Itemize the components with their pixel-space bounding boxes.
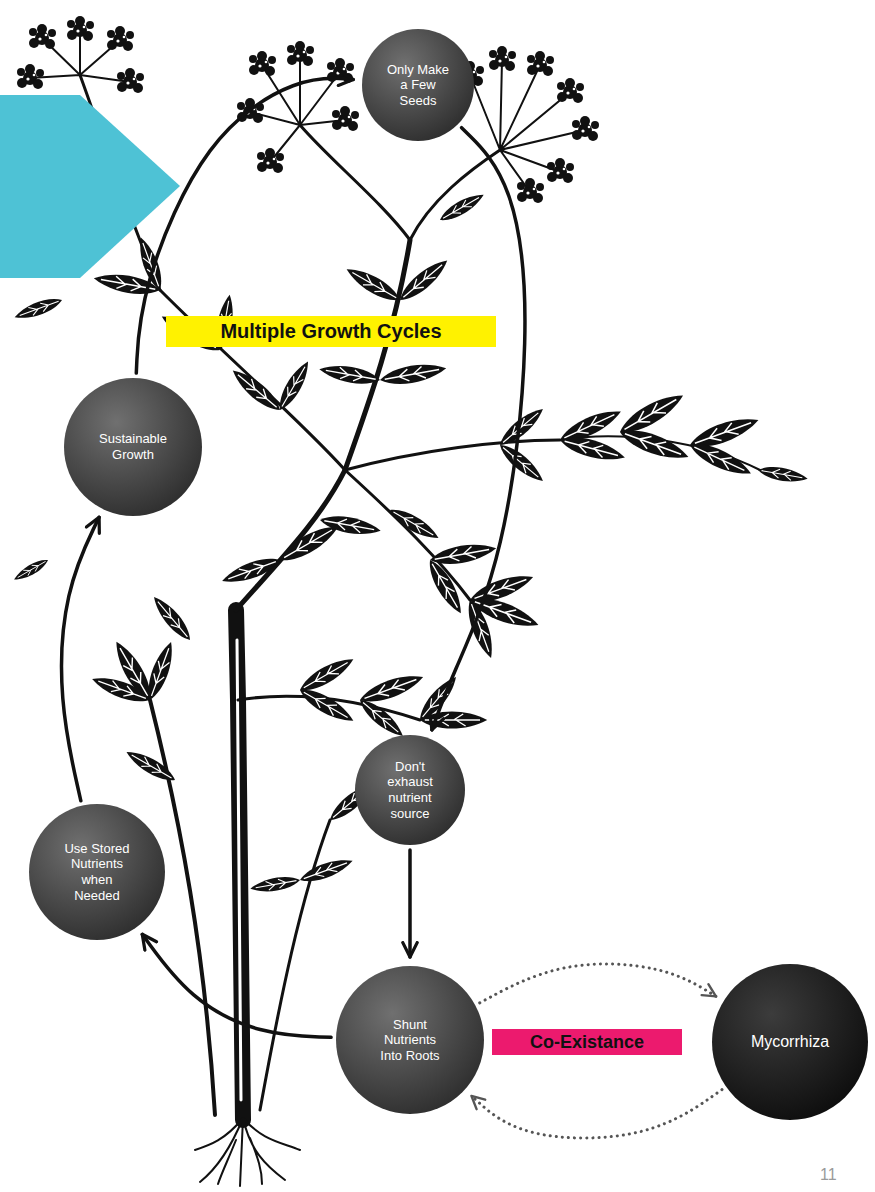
leaf bbox=[298, 854, 355, 887]
leaf bbox=[617, 423, 692, 465]
label-holder: 11 bbox=[818, 1164, 839, 1186]
flower-cluster bbox=[117, 68, 144, 93]
leaf bbox=[437, 189, 487, 225]
flower-cluster bbox=[517, 178, 544, 203]
leaf bbox=[558, 432, 627, 466]
flower-cluster bbox=[17, 64, 44, 89]
circle-fill bbox=[712, 964, 868, 1120]
process-circle: Sustainable Growth bbox=[63, 377, 203, 517]
flower-cluster bbox=[547, 158, 574, 183]
leaf bbox=[395, 254, 452, 306]
leaf bbox=[379, 360, 448, 389]
leaf bbox=[467, 569, 536, 608]
flower-cluster bbox=[572, 116, 599, 141]
leaf bbox=[143, 639, 179, 702]
node-text: Shunt Nutrients Into Roots bbox=[374, 1017, 446, 1064]
highlight-label: Co-Existance bbox=[492, 1029, 682, 1055]
flower-cluster bbox=[67, 16, 94, 41]
node-text: Use Stored Nutrients when Needed bbox=[63, 841, 131, 903]
flow-arrow bbox=[471, 1090, 722, 1138]
flow-arrow bbox=[432, 128, 525, 730]
leaf bbox=[219, 553, 282, 589]
roots bbox=[195, 1118, 300, 1186]
leaf bbox=[89, 672, 152, 708]
leaf bbox=[386, 504, 442, 544]
flower-cluster bbox=[527, 51, 554, 76]
label-holder: Co-Existance bbox=[492, 1029, 682, 1055]
flower-cluster bbox=[249, 51, 276, 76]
chevron-tab bbox=[0, 95, 180, 278]
stem bbox=[150, 700, 215, 1115]
flow-arrow bbox=[142, 934, 331, 1037]
leaf bbox=[423, 556, 467, 617]
flower-cluster bbox=[332, 106, 359, 131]
leaf bbox=[429, 540, 498, 569]
process-circle: Don't exhaust nutrient source bbox=[354, 734, 466, 846]
process-circle: Mycorrhiza bbox=[711, 963, 869, 1121]
flow-arrow bbox=[62, 517, 100, 801]
flower-cluster bbox=[557, 78, 584, 103]
highlight-label: Multiple Growth Cycles bbox=[166, 316, 496, 347]
umbel-rays bbox=[470, 60, 585, 192]
stem bbox=[410, 150, 500, 240]
leaf bbox=[757, 464, 809, 485]
leaf bbox=[228, 364, 285, 416]
flower-cluster bbox=[287, 41, 314, 66]
circle-fill bbox=[362, 29, 474, 141]
leaf bbox=[343, 262, 404, 306]
leaf bbox=[318, 362, 381, 388]
stem bbox=[236, 470, 345, 610]
leaf bbox=[249, 874, 301, 895]
leaf bbox=[495, 440, 547, 487]
leaf bbox=[274, 358, 314, 414]
circle-fill bbox=[336, 966, 484, 1114]
page-number: 11 bbox=[818, 1164, 839, 1186]
node-text: Mycorrhiza bbox=[730, 1032, 850, 1051]
leaf bbox=[12, 294, 64, 323]
flower-cluster bbox=[489, 46, 516, 71]
stem bbox=[345, 470, 470, 600]
leaves bbox=[12, 154, 809, 895]
circle-fill bbox=[355, 735, 465, 845]
flow-arrow bbox=[480, 964, 716, 1003]
leaf bbox=[319, 512, 382, 538]
leaf bbox=[686, 437, 754, 481]
flower-cluster bbox=[107, 26, 134, 51]
leaf bbox=[296, 683, 357, 727]
leaf bbox=[12, 556, 51, 584]
leaf bbox=[149, 593, 196, 645]
flower-cluster bbox=[29, 24, 56, 49]
process-circle: Only Make a Few Seeds bbox=[361, 28, 475, 142]
stem bbox=[300, 125, 410, 240]
circle-fill bbox=[29, 804, 165, 940]
stalk-highlight bbox=[237, 640, 241, 1100]
stem bbox=[260, 820, 330, 1110]
circle-fill bbox=[64, 378, 202, 516]
label-holder: Multiple Growth Cycles bbox=[166, 316, 496, 347]
process-circle: Shunt Nutrients Into Roots bbox=[335, 965, 485, 1115]
flower-cluster bbox=[257, 148, 284, 173]
node-text: Only Make a Few Seeds bbox=[383, 62, 453, 109]
flow-arrow bbox=[408, 850, 412, 957]
node-text: Sustainable Growth bbox=[88, 431, 178, 462]
node-text: Don't exhaust nutrient source bbox=[381, 759, 439, 821]
process-circle: Use Stored Nutrients when Needed bbox=[28, 803, 166, 941]
main-stalk bbox=[236, 610, 243, 1120]
leaf bbox=[355, 695, 407, 742]
leaf bbox=[123, 746, 179, 786]
